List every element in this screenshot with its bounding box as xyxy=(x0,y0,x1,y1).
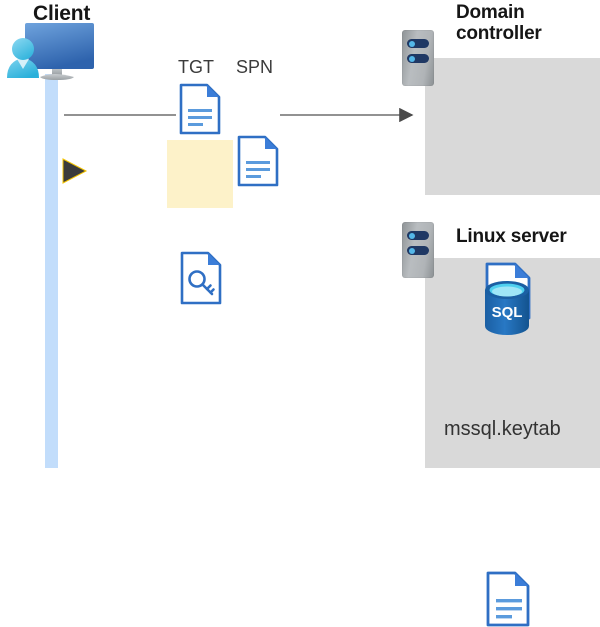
keytab-document-icon xyxy=(486,571,600,627)
document-key-icon xyxy=(180,251,600,305)
domain-controller-label-line1: Domain xyxy=(456,2,525,23)
key-glyph-icon xyxy=(188,270,215,296)
arrows-layer xyxy=(62,107,418,184)
keytab-filename-label: mssql.keytab xyxy=(444,418,561,440)
domain-controller-label-line2: controller xyxy=(456,23,542,45)
server-bay-icon xyxy=(407,54,429,63)
client-label: Client xyxy=(33,2,91,25)
response-highlight-box xyxy=(167,140,233,208)
server-bay-icon xyxy=(407,231,429,240)
server-bay-icon xyxy=(407,39,429,48)
sql-database-icon: SQL xyxy=(481,279,533,342)
linux-server-server-icon xyxy=(402,222,434,278)
domain-controller-label: Domain controller xyxy=(456,2,586,45)
client-lifeline xyxy=(45,74,58,468)
spn-document-icon xyxy=(237,135,600,187)
domain-controller-panel xyxy=(425,58,600,195)
tgt-label: TGT xyxy=(178,57,214,77)
domain-controller-server-icon xyxy=(402,30,434,86)
spn-label: SPN xyxy=(236,57,274,77)
tgt-document-icon xyxy=(179,83,600,135)
diagram-canvas: Client Domain controller Linux server TG… xyxy=(5,2,600,627)
server-bay-icon xyxy=(407,246,429,255)
client-user-monitor-icon xyxy=(5,22,115,97)
linux-server-label: Linux server xyxy=(456,226,567,247)
sql-label: SQL xyxy=(492,304,523,321)
